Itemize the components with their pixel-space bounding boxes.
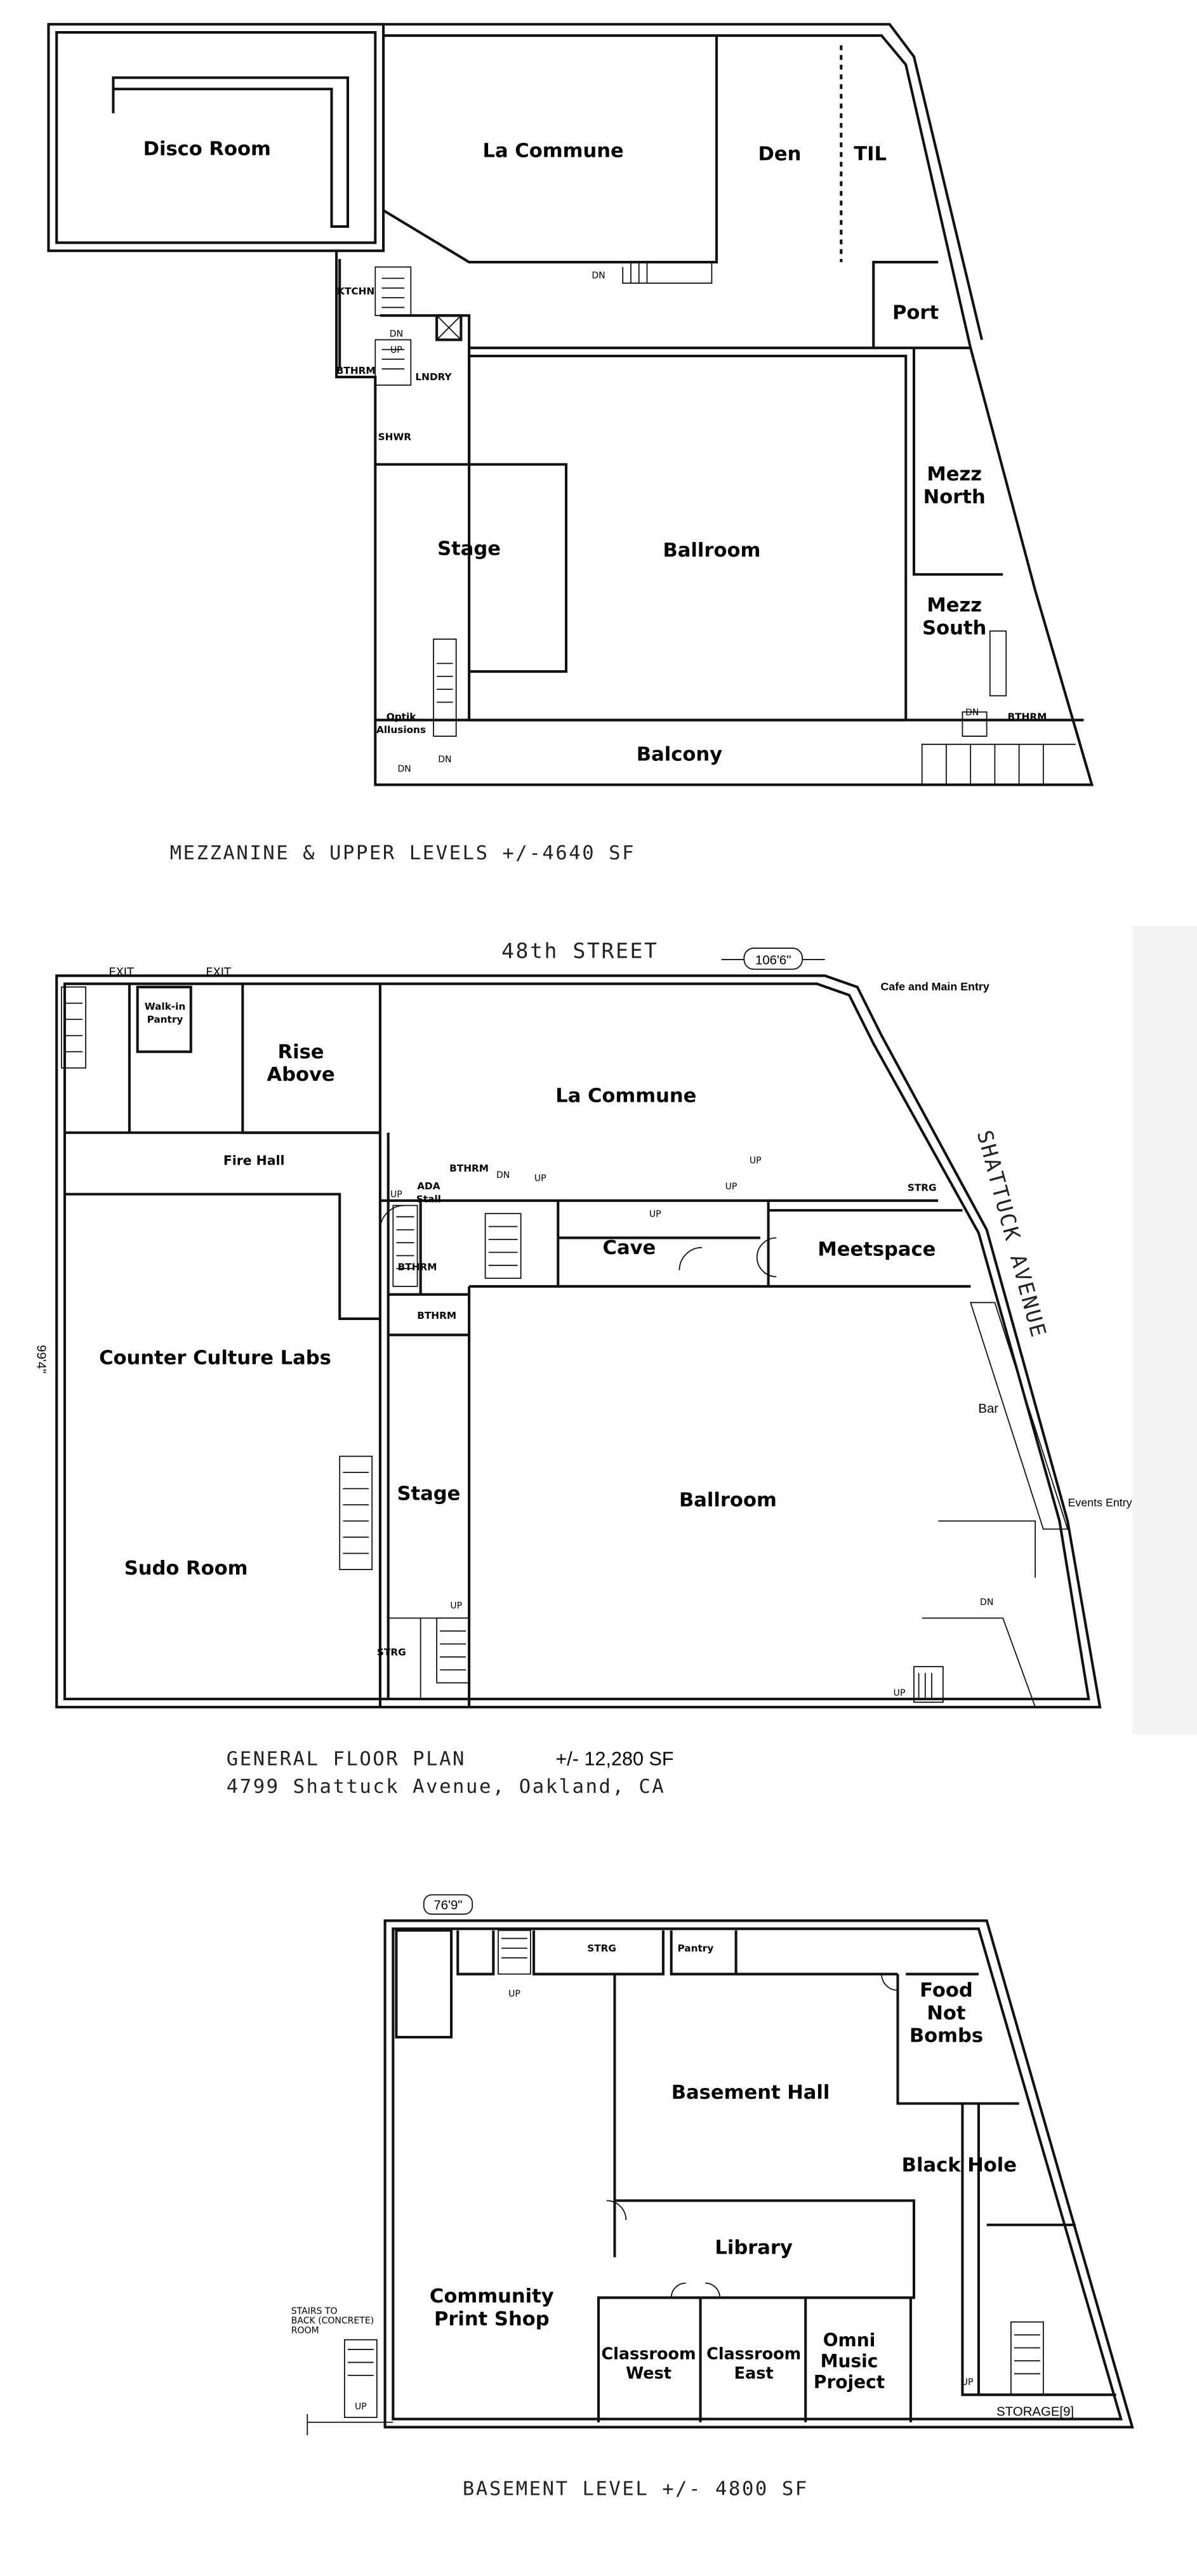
- mezzanine-caption: MEZZANINE & UPPER LEVELS +/-4640 SF: [170, 842, 635, 864]
- room-cave: Cave: [603, 1237, 656, 1259]
- stair-up-label: UP: [725, 1182, 737, 1192]
- stair-up-label: UP: [649, 1209, 661, 1219]
- room-balcony: Balcony: [637, 743, 722, 765]
- events-entry-label: Events Entry: [1068, 1496, 1132, 1509]
- mezzanine-walls: [47, 23, 1094, 786]
- general-floor-area: +/- 12,280 SF: [555, 1748, 673, 1770]
- street-48th: 48th STREET: [501, 938, 658, 963]
- mezzanine-plan: Disco Room La Commune Den TIL Port KTCHN…: [47, 23, 1094, 864]
- general-floor-walls: [55, 974, 1102, 1708]
- general-floor-plan: 48th STREET 106'6" Cafe and Main Entry E…: [34, 925, 1197, 1798]
- room-bathroom: BTHRM: [336, 365, 376, 376]
- basement-width-dimension: 76'9": [433, 1899, 462, 1913]
- width-dimension: 106'6": [721, 948, 825, 970]
- room-port: Port: [892, 301, 939, 324]
- depth-dimension-label: 99'4": [34, 1345, 48, 1373]
- room-stage: Stage: [397, 1483, 460, 1505]
- room-library: Library: [715, 2237, 793, 2259]
- room-storage: STRG: [908, 1182, 937, 1194]
- room-sudo-room: Sudo Room: [124, 1557, 248, 1580]
- basement-caption: BASEMENT LEVEL +/- 4800 SF: [463, 2478, 809, 2500]
- stair-up-label: UP: [962, 2377, 974, 2388]
- room-storage: STRG: [587, 1943, 616, 1954]
- exit-label: EXIT: [109, 965, 134, 979]
- stair-up-label: UP: [355, 2401, 367, 2412]
- room-storage: STRG: [377, 1646, 406, 1658]
- stair-up-label: UP: [450, 1601, 462, 1611]
- room-den: Den: [758, 143, 802, 165]
- stair-dn-label: DN: [496, 1170, 510, 1180]
- room-black-hole: Black Hole: [902, 2155, 1017, 2177]
- room-ballroom-upper: Ballroom: [663, 539, 760, 562]
- room-pantry: Pantry: [678, 1943, 714, 1954]
- room-laundry: LNDRY: [415, 371, 452, 383]
- room-basement-hall: Basement Hall: [671, 2082, 830, 2104]
- room-la-commune: La Commune: [555, 1085, 696, 1107]
- stair-dn-label: DN: [965, 708, 979, 718]
- stair-up-label: UP: [508, 1989, 520, 1999]
- room-til: TIL: [854, 143, 887, 165]
- room-fire-hall: Fire Hall: [223, 1153, 285, 1168]
- room-meetspace: Meetspace: [817, 1239, 936, 1261]
- general-floor-caption: GENERAL FLOOR PLAN: [227, 1748, 466, 1771]
- stair-dn-label: DN: [438, 755, 451, 765]
- room-shower: SHWR: [378, 431, 412, 442]
- room-bathroom-east: BTHRM: [1007, 711, 1047, 723]
- street-shattuck-avenue: SHATTUCK AVENUE: [972, 1128, 1052, 1341]
- room-bar: Bar: [978, 1402, 998, 1416]
- width-dimension-box: [423, 1894, 473, 1915]
- stair-up-label: UP: [390, 1190, 402, 1200]
- stair-dn-label: DN: [390, 329, 403, 339]
- width-dimension-label: 106'6": [755, 954, 791, 968]
- room-bathroom: BTHRM: [398, 1261, 437, 1272]
- room-bathroom: BTHRM: [417, 1310, 456, 1321]
- room-storage-9: STORAGE[9]: [996, 2405, 1074, 2419]
- scan-shadow: [1132, 925, 1197, 1735]
- cafe-main-entry-label: Cafe and Main Entry: [880, 980, 989, 993]
- basement-walls: [307, 1919, 1134, 2436]
- room-kitchen: KTCHN: [337, 286, 374, 297]
- stair-up-label: UP: [750, 1156, 762, 1166]
- exit-label: EXIT: [206, 965, 231, 979]
- stair-up-label: UP: [534, 1173, 546, 1184]
- room-bathroom: BTHRM: [449, 1163, 489, 1174]
- room-counter-culture-labs: Counter Culture Labs: [99, 1347, 331, 1369]
- stair-dn-label: DN: [398, 764, 411, 774]
- stair-dn-label: DN: [592, 271, 605, 281]
- room-la-commune-upper: La Commune: [483, 140, 624, 162]
- stair-up-label: UP: [390, 345, 402, 355]
- stair-dn-label: DN: [980, 1597, 993, 1608]
- stair-up-label: UP: [894, 1688, 906, 1698]
- room-stage-upper: Stage: [437, 538, 501, 560]
- building-address: 4799 Shattuck Avenue, Oakland, CA: [227, 1776, 666, 1798]
- room-disco-room: Disco Room: [143, 138, 271, 161]
- room-ballroom: Ballroom: [679, 1489, 777, 1512]
